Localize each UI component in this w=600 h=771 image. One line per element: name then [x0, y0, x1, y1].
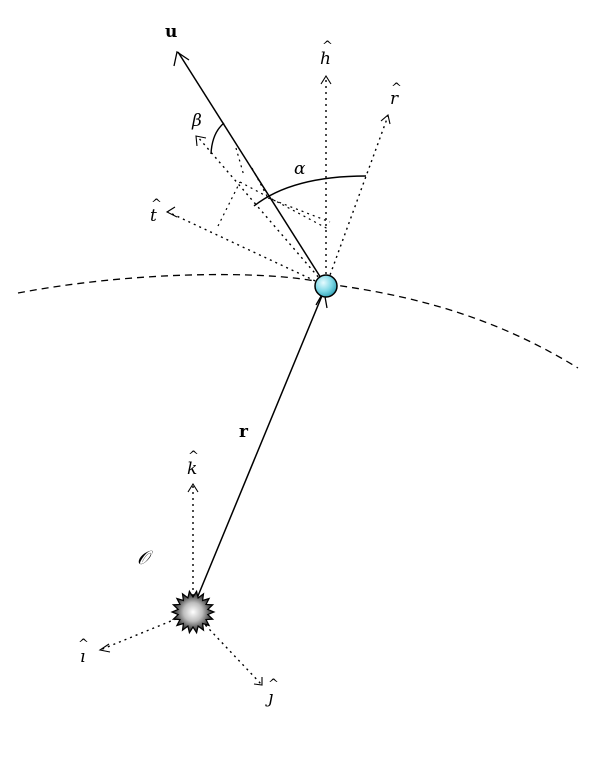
hat-j: ^ [268, 677, 279, 692]
h-axis-arrowhead [320, 74, 332, 85]
r-hat-axis-arrowhead [380, 113, 391, 125]
t-axis-arrowhead [165, 206, 178, 218]
alpha-angle-arc [253, 175, 367, 207]
label-position-vector-r: r [239, 422, 249, 442]
label-i: ı [80, 647, 85, 667]
satellite-dot-icon [314, 274, 338, 298]
label-j: ȷ [265, 688, 273, 708]
projection-line-2 [217, 181, 241, 227]
i-axis-arrowhead [98, 643, 111, 653]
hat-k: ^ [188, 449, 199, 464]
velocity-vector-arrowhead [173, 50, 190, 67]
beta-reference-arrowhead [195, 135, 207, 147]
position-vector-r [192, 285, 327, 609]
label-h: h [320, 49, 331, 69]
j-axis-arrowhead [253, 677, 263, 686]
hat-i: ^ [78, 637, 89, 652]
beta-angle-arc [210, 122, 225, 155]
k-axis-arrowhead [187, 482, 199, 493]
label-u: u [165, 22, 177, 42]
orbit-path [17, 273, 579, 369]
projection-line-4 [267, 197, 331, 223]
label-r-hat: r [390, 89, 399, 109]
hat-h: ^ [322, 39, 333, 54]
label-origin: 𝒪 [137, 547, 154, 569]
projection-line-5 [235, 147, 245, 177]
beta-reference-axis [196, 135, 327, 287]
label-beta: β [191, 111, 202, 131]
projection-line-1 [239, 181, 331, 231]
label-t: t [150, 206, 157, 226]
hat-r: ^ [391, 81, 402, 96]
t-axis [167, 211, 327, 287]
r-hat-axis [325, 115, 389, 287]
hat-t: ^ [151, 197, 162, 212]
label-alpha: α [294, 159, 306, 179]
spiky-star-icon [170, 589, 216, 635]
label-k: k [187, 459, 197, 479]
